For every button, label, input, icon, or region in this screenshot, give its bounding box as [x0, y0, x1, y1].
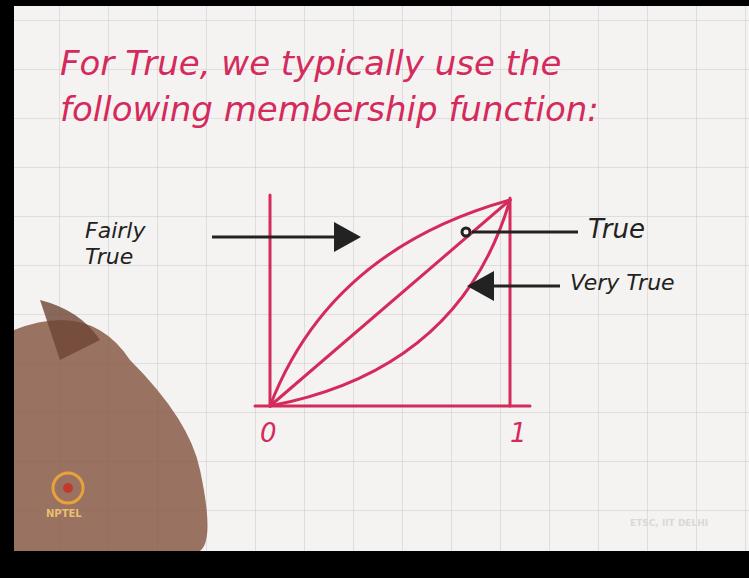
axis-tick: 1 [510, 418, 540, 448]
curve-label: True [588, 214, 708, 244]
curve-label: Very True [570, 270, 730, 296]
curve-label: Fairly True [85, 218, 195, 270]
watermark: ETSC, IIT DELHI [630, 518, 740, 529]
axis-tick: 0 [260, 418, 290, 448]
heading-text: For True, we typically use the following… [60, 40, 710, 132]
logo-text: NPTEL [46, 508, 106, 520]
